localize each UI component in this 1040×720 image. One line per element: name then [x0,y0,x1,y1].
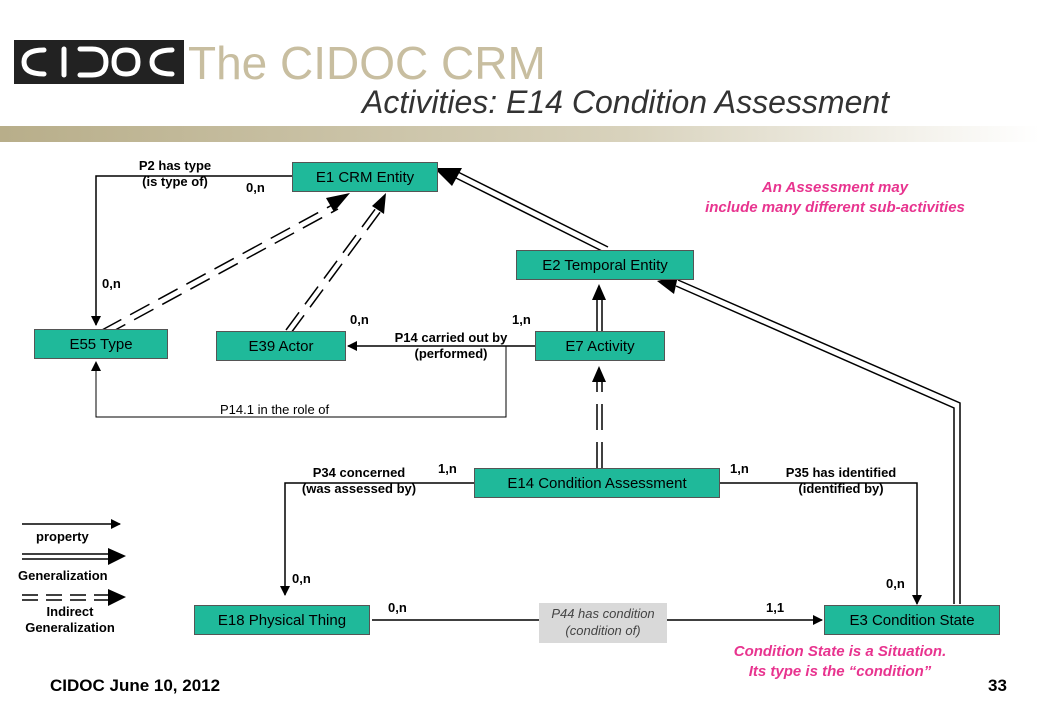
p35-line [720,482,922,605]
legend-indirect-line [22,594,110,601]
e39-to-e1-indirect [285,207,382,334]
card-p14-e39: 0,n [350,312,369,327]
entity-label: E3 Condition State [849,611,975,629]
entity-e55-type[interactable]: E55 Type [34,329,168,359]
card-p14-e7: 1,n [512,312,531,327]
p35-label: P35 has identified(identified by) [785,465,897,496]
p34-label: P34 concerned(was assessed by) [301,465,417,496]
card-p35-e14: 1,n [730,461,749,476]
card-p34-e18: 0,n [292,571,311,586]
entity-label: E55 Type [69,335,133,353]
entity-e1-crm-entity[interactable]: E1 CRM Entity [292,162,438,192]
e39-to-e1-arrowhead [372,193,386,214]
page-subtitle: Activities: E14 Condition Assessment [362,84,890,120]
entity-e3-condition-state[interactable]: E3 Condition State [824,605,1000,635]
card-p2-e55: 0,n [102,276,121,291]
p14-1-line [91,346,507,418]
note-condition-state: Condition State is a Situation.Its type … [733,643,947,680]
e3-to-e2-arrowhead [657,276,678,294]
p34-line [280,482,474,596]
p2-line [91,175,292,326]
entity-e2-temporal-entity[interactable]: E2 Temporal Entity [516,250,694,280]
e2-to-e1-generalization [451,170,609,253]
card-p44-e18: 0,n [388,600,407,615]
e14-to-e7-indirect [596,380,603,468]
entity-e18-physical-thing[interactable]: E18 Physical Thing [194,605,370,635]
header-divider [0,126,1040,142]
p44-label: P44 has condition(condition of) [539,603,667,643]
card-p35-e3: 0,n [886,576,905,591]
e2-to-e1-arrowhead [434,168,462,186]
card-p44-e3: 1,1 [766,600,785,615]
card-p2-e1: 0,n [246,180,265,195]
e14-to-e7-arrowhead [592,366,606,382]
page-number: 33 [988,676,1007,695]
legend-generalization-line [22,553,110,560]
entity-e39-actor[interactable]: E39 Actor [216,331,346,361]
card-p34-e14: 1,n [438,461,457,476]
e7-to-e2-generalization [596,298,603,333]
p14-1-label: P14.1 in the role of [220,402,330,417]
e3-to-e2-generalization [675,279,961,604]
cidoc-logo [14,40,184,84]
entity-label: E7 Activity [565,337,635,355]
e55-to-e1-indirect [101,203,339,336]
p14-label: P14 carried out by(performed) [394,330,508,361]
entity-label: E2 Temporal Entity [542,256,668,274]
entity-label: E39 Actor [248,337,314,355]
entity-e14-condition-assessment[interactable]: E14 Condition Assessment [474,468,720,498]
p2-label: P2 has type(is type of) [138,158,212,189]
entity-label: E1 CRM Entity [315,168,415,186]
e7-to-e2-arrowhead [592,284,606,300]
page-title: The CIDOC CRM [188,37,546,89]
entity-e7-activity[interactable]: E7 Activity [535,331,665,361]
legend-property-label: property [36,529,89,544]
entity-label: E14 Condition Assessment [507,474,687,492]
legend-generalization-label: Generalization [18,568,108,583]
footer-date: CIDOC June 10, 2012 [50,676,221,695]
entity-label: E18 Physical Thing [217,611,347,629]
e55-to-e1-arrowhead [326,193,350,212]
